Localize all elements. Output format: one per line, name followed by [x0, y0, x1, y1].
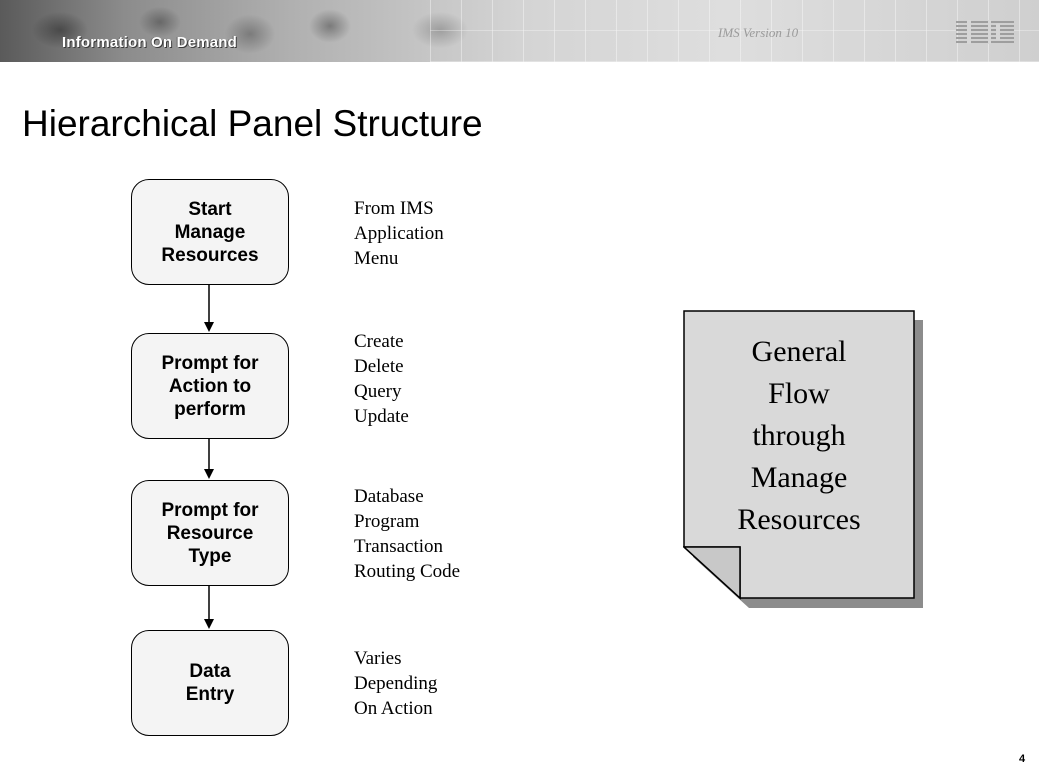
header-banner: Information On Demand IMS Version 10	[0, 0, 1039, 62]
option-item: Menu	[354, 248, 399, 269]
option-item: Varies	[354, 648, 402, 669]
flow-box-start: Start Manage Resources	[131, 179, 289, 285]
note-text: General Flow through Manage Resources	[737, 335, 861, 536]
flow-box-label: Start Manage Resources	[161, 198, 259, 266]
banner-photo-collage	[0, 0, 520, 62]
version-label: IMS Version 10	[718, 25, 799, 40]
flow-box-label: Data Entry	[185, 661, 235, 705]
ibm-logo	[956, 20, 1014, 44]
options-data-entry: Varies Depending On Action	[354, 646, 437, 721]
page-title: Hierarchical Panel Structure	[22, 103, 483, 144]
option-item: Transaction	[354, 536, 444, 557]
flow-box-label: Prompt for Resource Type	[161, 499, 259, 567]
option-item: Update	[354, 406, 409, 427]
flow-box-label: Prompt for Action to perform	[161, 352, 259, 420]
down-arrow-icon	[204, 285, 214, 332]
banner-grid-pattern	[430, 0, 1039, 62]
option-item: Program	[354, 511, 420, 532]
down-arrow-icon	[204, 586, 214, 629]
option-item: From IMS	[354, 198, 434, 219]
note-document-shape	[683, 310, 923, 608]
option-item: Query	[354, 381, 402, 402]
flow-box-resource-type: Prompt for Resource Type	[131, 480, 289, 586]
page-number: 4	[1019, 753, 1026, 765]
flow-box-action: Prompt for Action to perform	[131, 333, 289, 439]
options-resource-type: Database Program Transaction Routing Cod…	[354, 484, 460, 584]
options-start: From IMS Application Menu	[354, 196, 444, 271]
option-item: On Action	[354, 698, 433, 719]
down-arrow-icon	[204, 439, 214, 479]
option-item: Create	[354, 331, 404, 352]
option-item: Routing Code	[354, 561, 461, 582]
option-item: Delete	[354, 356, 404, 377]
option-item: Database	[354, 486, 424, 507]
option-item: Depending	[354, 673, 438, 694]
option-item: Application	[354, 223, 444, 244]
flow-box-data-entry: Data Entry	[131, 630, 289, 736]
options-action: Create Delete Query Update	[354, 329, 409, 429]
banner-tagline: Information On Demand	[62, 34, 238, 51]
